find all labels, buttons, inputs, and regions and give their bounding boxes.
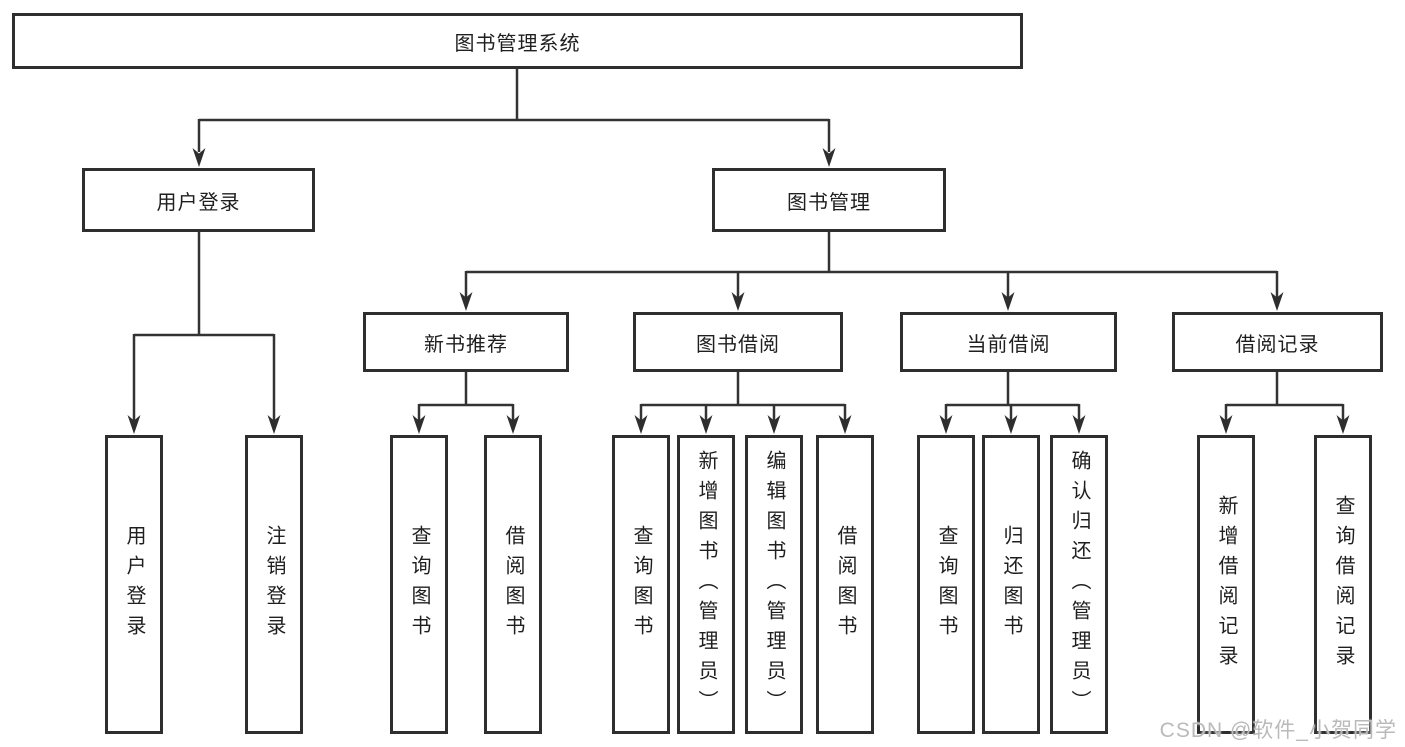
arrowheads — [127, 148, 1350, 434]
node-user-login-group: 用户登录 — [82, 168, 315, 232]
leaf-user-login: 用户登录 — [105, 435, 163, 734]
node-library-management-system: 图书管理系统 — [12, 13, 1023, 69]
node-book-borrowing: 图书借阅 — [633, 312, 843, 372]
leaf-query-books-2: 查询图书 — [612, 435, 670, 734]
leaf-return-book: 归还图书 — [982, 435, 1040, 734]
leaf-logout: 注销登录 — [245, 435, 303, 734]
node-book-management-group: 图书管理 — [712, 168, 946, 232]
node-current-borrowing: 当前借阅 — [900, 312, 1117, 372]
leaf-borrow-books-2: 借阅图书 — [816, 435, 874, 734]
leaf-query-books-1: 查询图书 — [390, 435, 448, 734]
node-borrowing-records: 借阅记录 — [1172, 312, 1383, 372]
leaf-confirm-return-admin: 确认归还（管理员） — [1050, 435, 1108, 734]
leaf-borrow-books-1: 借阅图书 — [484, 435, 542, 734]
leaf-query-borrow-record: 查询借阅记录 — [1314, 435, 1372, 734]
csdn-watermark: CSDN @软件_小贺同学 — [1159, 719, 1397, 742]
leaf-add-borrow-record: 新增借阅记录 — [1197, 435, 1255, 734]
node-new-book-recommendation: 新书推荐 — [363, 312, 569, 372]
leaf-add-book-admin: 新增图书（管理员） — [677, 435, 735, 734]
leaf-query-books-3: 查询图书 — [917, 435, 975, 734]
leaf-edit-book-admin: 编辑图书（管理员） — [745, 435, 803, 734]
